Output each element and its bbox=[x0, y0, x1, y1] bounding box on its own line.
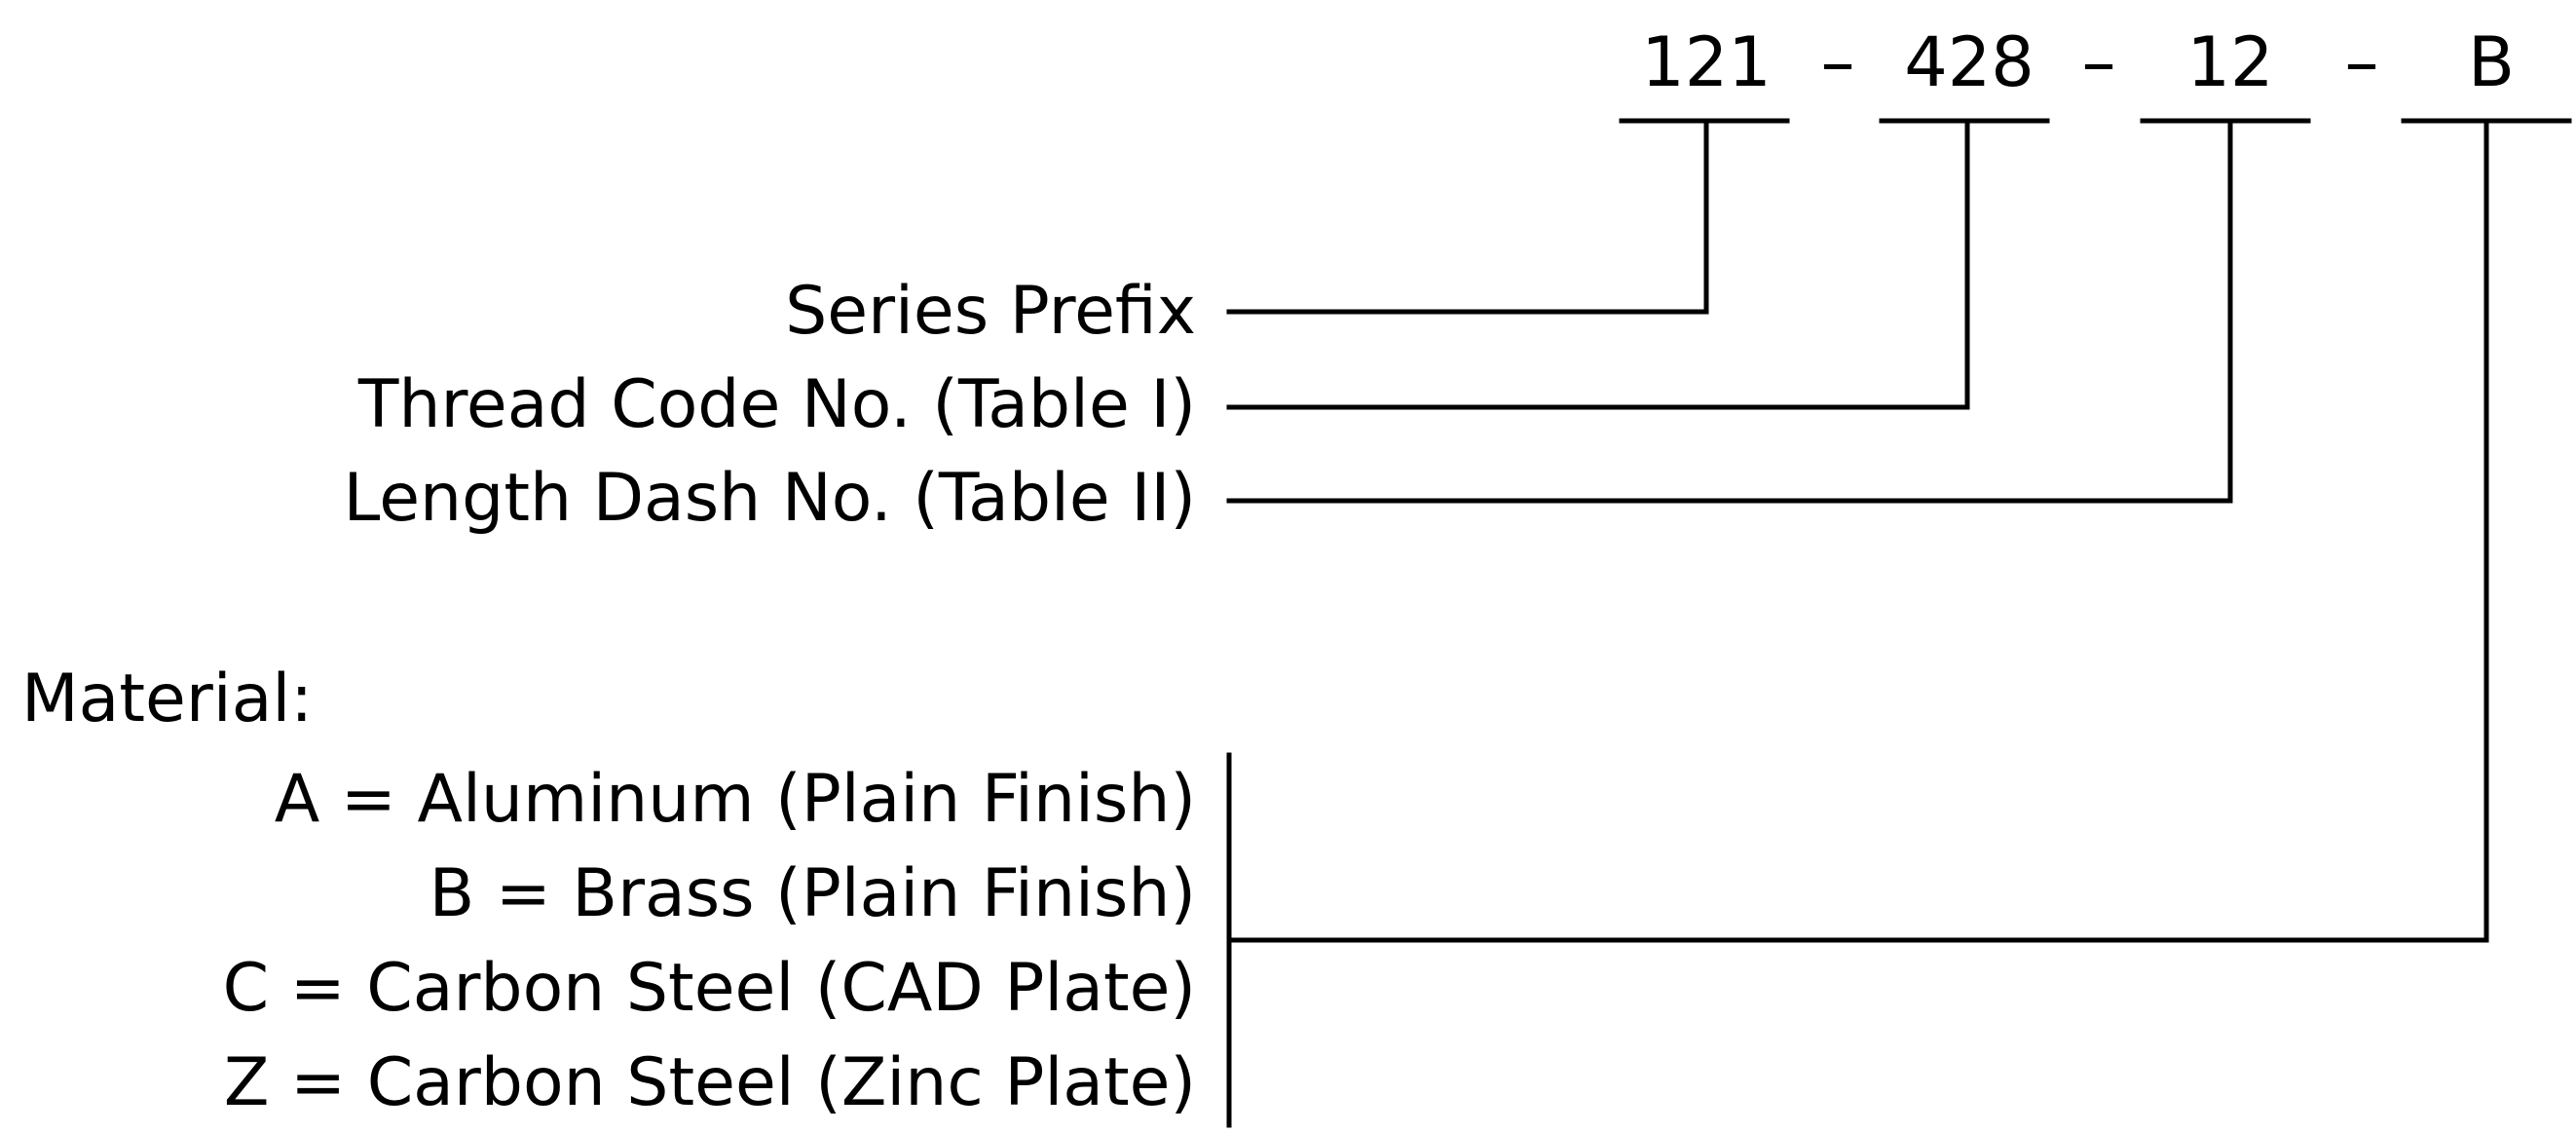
callout-label-series-prefix: Series Prefix bbox=[785, 273, 1196, 350]
material-option-carbon-steel-cad: C = Carbon Steel (CAD Plate) bbox=[223, 950, 1196, 1027]
leader-line-series-prefix bbox=[1226, 118, 1709, 315]
code-segment-series: 121 bbox=[1641, 22, 1772, 102]
code-segment-material: B bbox=[2468, 22, 2515, 102]
callout-label-length-dash: Length Dash No. (Table II) bbox=[344, 460, 1196, 537]
callout-labels: Series Prefix Thread Code No. (Table I) … bbox=[344, 273, 1196, 537]
leader-line-material bbox=[1226, 118, 2489, 943]
code-separator: – bbox=[1821, 22, 1855, 102]
leader-line-thread-code bbox=[1226, 118, 1970, 410]
callout-leaders bbox=[1226, 118, 2233, 504]
code-separator: – bbox=[2345, 22, 2379, 102]
code-segment-length: 12 bbox=[2186, 22, 2273, 102]
material-option-aluminum: A = Aluminum (Plain Finish) bbox=[275, 761, 1196, 838]
material-heading: Material: bbox=[21, 661, 313, 737]
callout-label-thread-code: Thread Code No. (Table I) bbox=[357, 366, 1196, 443]
leader-line-length-dash bbox=[1226, 118, 2233, 504]
material-option-carbon-steel-zinc: Z = Carbon Steel (Zinc Plate) bbox=[224, 1044, 1196, 1121]
part-number-code: 121 428 12 B – – – bbox=[1619, 22, 2572, 124]
code-segment-thread: 428 bbox=[1904, 22, 2035, 102]
code-separator: – bbox=[2082, 22, 2116, 102]
material-block: Material: A = Aluminum (Plain Finish) B … bbox=[21, 118, 2489, 1128]
material-option-brass: B = Brass (Plain Finish) bbox=[429, 855, 1196, 932]
